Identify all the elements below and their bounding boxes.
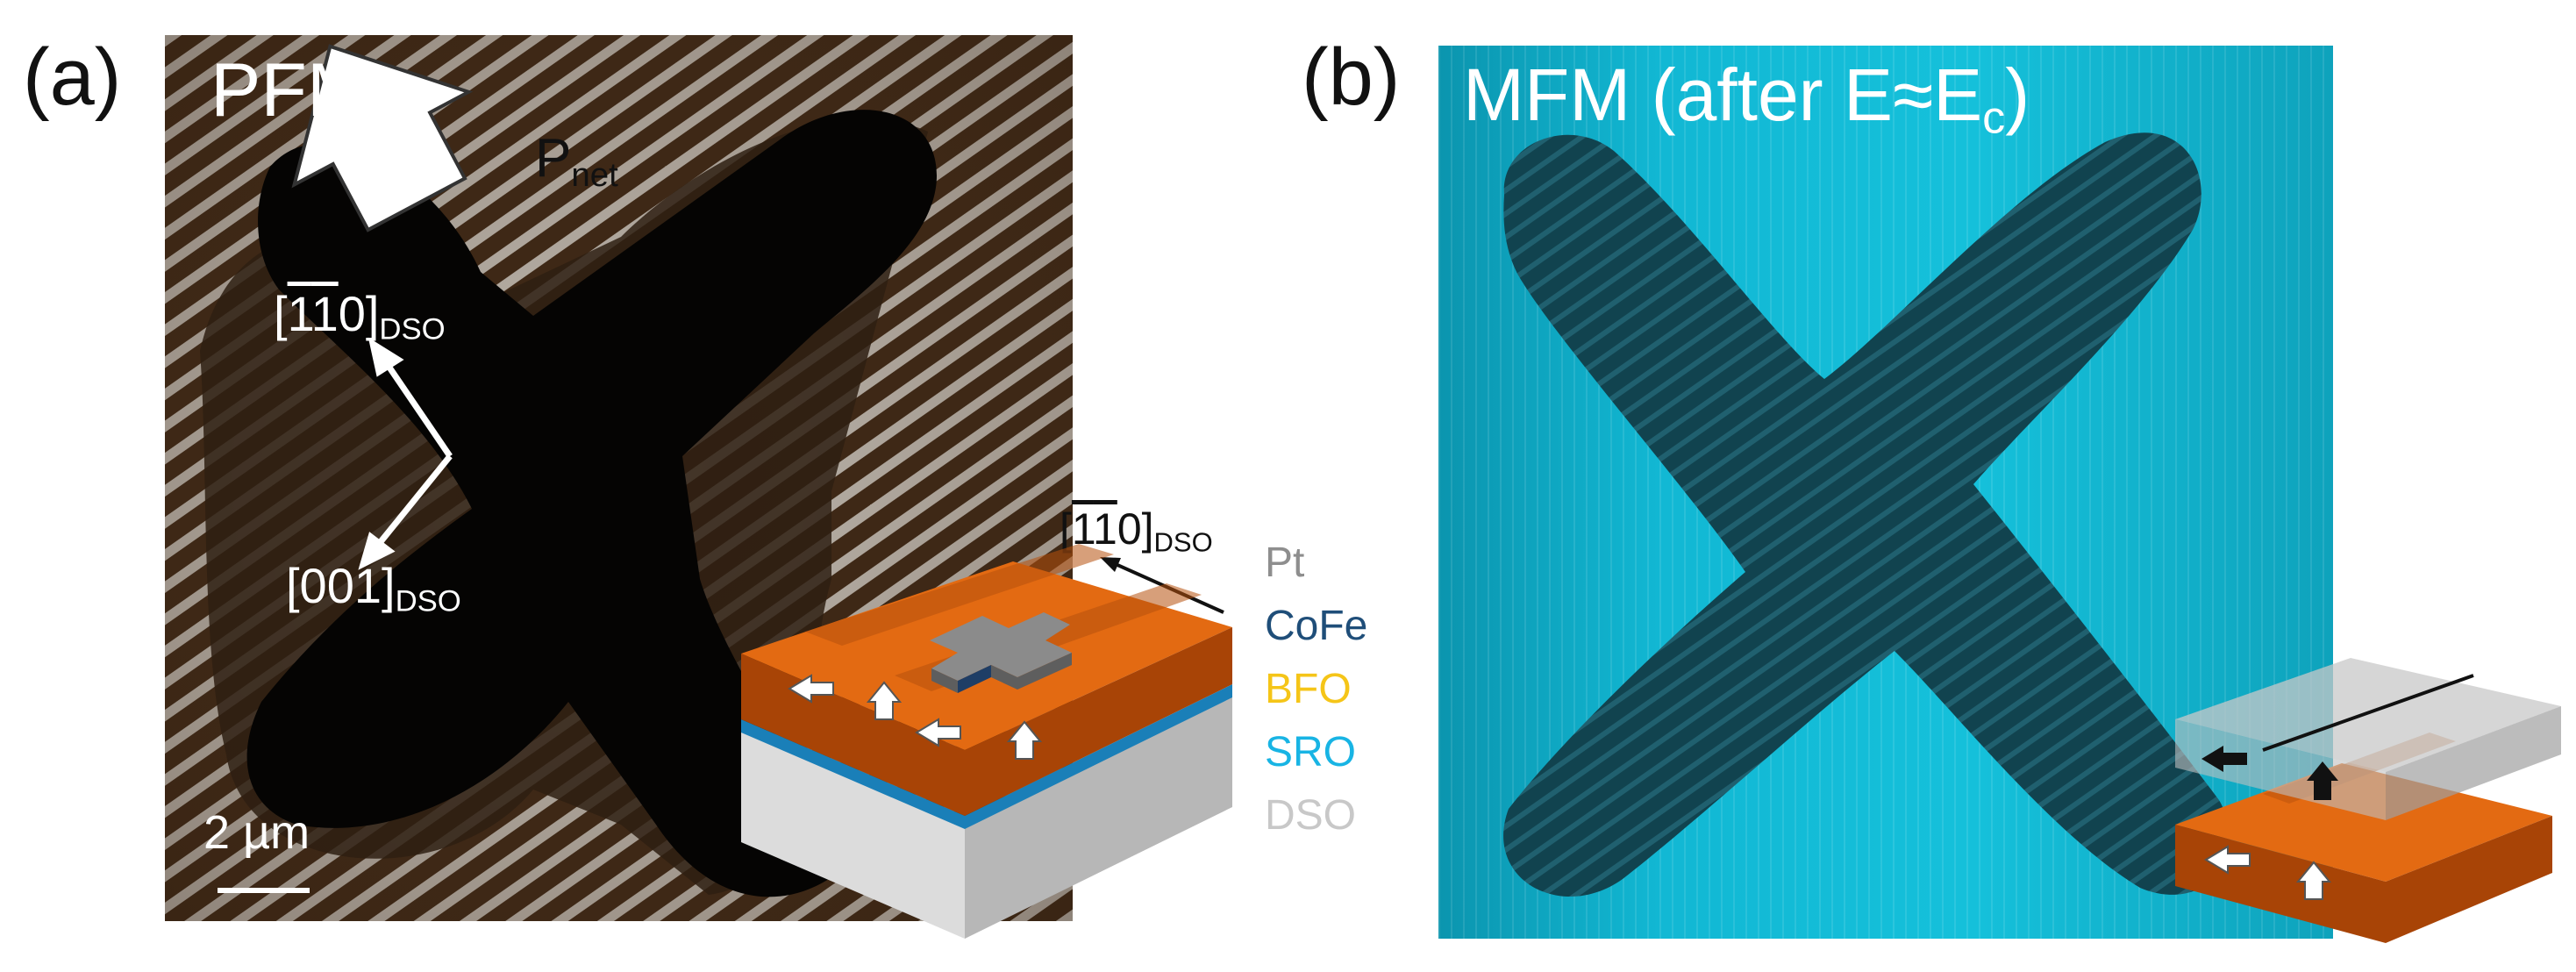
layer-label-sro: SRO	[1265, 729, 1357, 775]
layer-label-cofe: CoFe	[1265, 603, 1368, 649]
sro-side	[965, 684, 1232, 829]
mfm-title: MFM (after E≈Ec)	[1463, 54, 2030, 144]
mfm-domain-wall-line	[2262, 674, 2474, 752]
direction-110-label: [110]DSO	[274, 286, 446, 347]
bfo-side	[965, 627, 1232, 816]
mfm-cofe-side	[2386, 706, 2561, 820]
pfm-image-graphic	[165, 35, 1073, 921]
panel-b-label: (b)	[1302, 32, 1401, 122]
bfo-polarization-arrows	[788, 674, 1043, 760]
mfm-image-graphic	[1438, 46, 2333, 939]
dso-side	[965, 693, 1232, 939]
mfm-bfo-side	[2386, 816, 2552, 943]
pfm-image	[165, 35, 1073, 921]
mfm-schematic	[2175, 658, 2561, 943]
panel-a-label: (a)	[23, 32, 122, 122]
p-net-arrow	[291, 44, 474, 232]
layer-label-bfo: BFO	[1265, 666, 1352, 712]
heterostructure-schematic	[741, 544, 1232, 939]
mfm-cofe-front	[2175, 719, 2386, 820]
bfo-stripe-1	[805, 544, 1114, 646]
dso-front	[741, 728, 965, 939]
layer-label-pt: Pt	[1265, 540, 1305, 586]
pfm-title: PFM	[211, 48, 370, 132]
mfm-magnet-arrows	[2201, 746, 2338, 800]
sro-front	[741, 719, 965, 829]
mfm-image	[1438, 46, 2333, 939]
schematic-direction-label: [110]DSO	[1060, 504, 1213, 558]
direction-001-label: [001]DSO	[286, 558, 461, 618]
scale-bar-label: 2 µm	[203, 806, 310, 859]
mfm-cross-domain	[1503, 132, 2230, 897]
pt-cross	[930, 612, 1072, 693]
switched-domain	[246, 110, 937, 897]
p-net-label: Pnet	[535, 128, 618, 194]
layer-label-dso: DSO	[1265, 792, 1357, 839]
crystal-axes-arrows	[358, 337, 453, 570]
mfm-bfo-arrows	[2204, 845, 2332, 900]
